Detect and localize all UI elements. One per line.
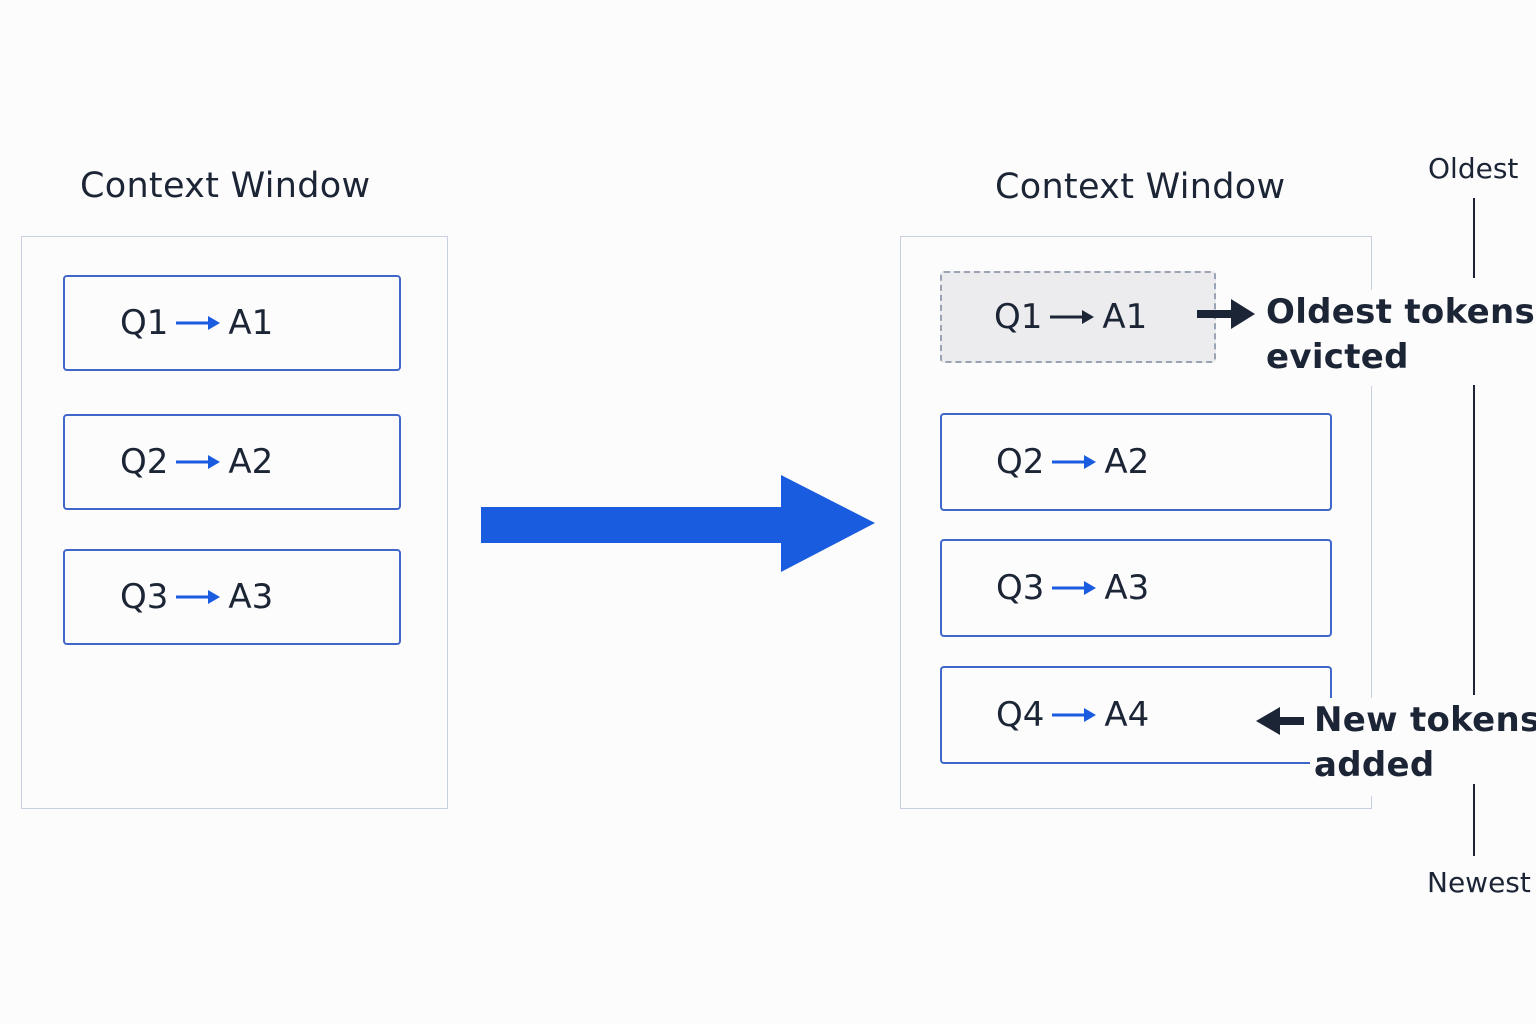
timeline-bottom-label: Newest	[1427, 866, 1531, 899]
question-label: Q2	[120, 442, 169, 482]
answer-label: A4	[1104, 695, 1150, 735]
answer-label: A3	[228, 577, 274, 617]
add-arrow-icon	[1256, 707, 1304, 735]
big-right-arrow-icon	[481, 475, 875, 572]
added-annotation-line1: New tokens	[1314, 700, 1536, 740]
answer-label: A3	[1104, 568, 1150, 608]
left-panel-title: Context Window	[80, 166, 371, 206]
question-label: Q3	[996, 568, 1045, 608]
added-annotation-line2: added	[1314, 745, 1435, 785]
evicted-qa-pair: Q1 A1	[940, 271, 1216, 363]
evict-arrow-icon	[1197, 299, 1255, 329]
added-annotation: New tokens added	[1310, 698, 1536, 796]
right-panel-title: Context Window	[995, 167, 1286, 207]
evicted-annotation: Oldest tokens evicted	[1262, 290, 1535, 386]
small-right-arrow-icon	[1050, 310, 1095, 324]
left-qa-pair-1: Q1 A1	[63, 275, 401, 371]
timeline-top-label: Oldest	[1428, 152, 1519, 185]
small-right-arrow-icon	[176, 455, 221, 469]
question-label: Q1	[994, 297, 1043, 337]
left-qa-pair-3: Q3 A3	[63, 549, 401, 645]
small-right-arrow-icon	[176, 316, 221, 330]
question-label: Q4	[996, 695, 1045, 735]
timeline-line-bottom	[1473, 784, 1475, 856]
evicted-annotation-line2: evicted	[1266, 337, 1409, 377]
answer-label: A2	[228, 442, 274, 482]
timeline-line-middle	[1473, 385, 1475, 695]
timeline-line-top	[1473, 198, 1475, 278]
answer-label: A1	[1102, 297, 1148, 337]
left-qa-pair-2: Q2 A2	[63, 414, 401, 510]
small-right-arrow-icon	[1052, 708, 1097, 722]
evicted-annotation-line1: Oldest tokens	[1266, 292, 1535, 332]
answer-label: A1	[228, 303, 274, 343]
right-qa-pair-2: Q2 A2	[940, 413, 1332, 511]
right-qa-pair-4: Q4 A4	[940, 666, 1332, 764]
small-right-arrow-icon	[176, 590, 221, 604]
small-right-arrow-icon	[1052, 455, 1097, 469]
right-qa-pair-3: Q3 A3	[940, 539, 1332, 637]
small-right-arrow-icon	[1052, 581, 1097, 595]
question-label: Q1	[120, 303, 169, 343]
answer-label: A2	[1104, 442, 1150, 482]
question-label: Q2	[996, 442, 1045, 482]
question-label: Q3	[120, 577, 169, 617]
